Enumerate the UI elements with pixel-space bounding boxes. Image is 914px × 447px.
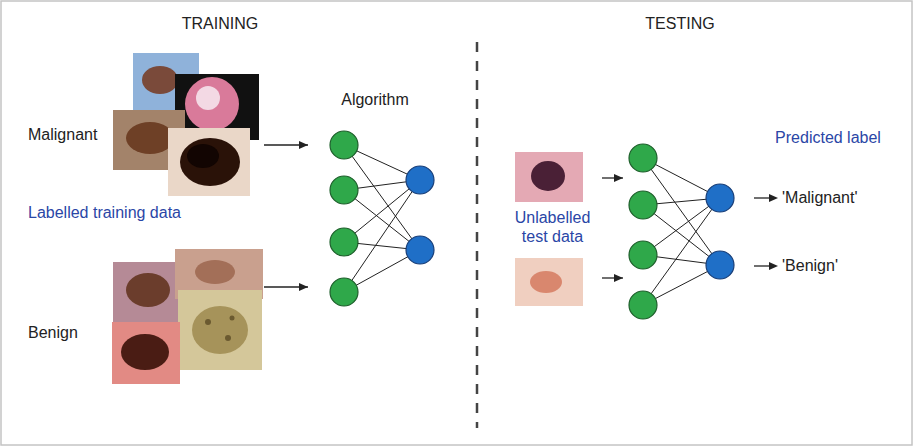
benign-images [112,249,263,384]
node-text: Unlabelled test data [505,208,600,246]
arrow-connector [602,277,623,278]
arrow-connector [264,144,308,145]
input-neurons [629,144,657,319]
output-label: 'Benign' [782,256,892,275]
network-lines [643,158,720,305]
node-text: Algorithm [310,90,440,109]
node-text: Benign [28,323,110,342]
arrow-connector [602,177,623,178]
output-neurons [406,166,434,264]
section-title: TRAINING [150,14,290,33]
network-lines [344,145,420,292]
caption-label: Labelled training data [28,203,238,222]
node-text: Predicted label [758,128,898,147]
malignant-images [113,53,259,196]
image-group: Benign [28,248,262,385]
output-arrows [754,194,778,270]
output-neurons [706,184,734,279]
arrow-connector [264,286,308,287]
network-box: Predicted label [625,128,900,318]
output-label: 'Malignant' [782,188,892,207]
image-group: Malignant [28,53,262,195]
network-box: Algorithm [310,88,440,310]
node-text: Malignant [28,125,110,144]
section-title: TESTING [615,14,745,33]
input-neurons [330,131,358,306]
divider [476,42,479,428]
image-group: Unlabelled test data [505,150,600,307]
